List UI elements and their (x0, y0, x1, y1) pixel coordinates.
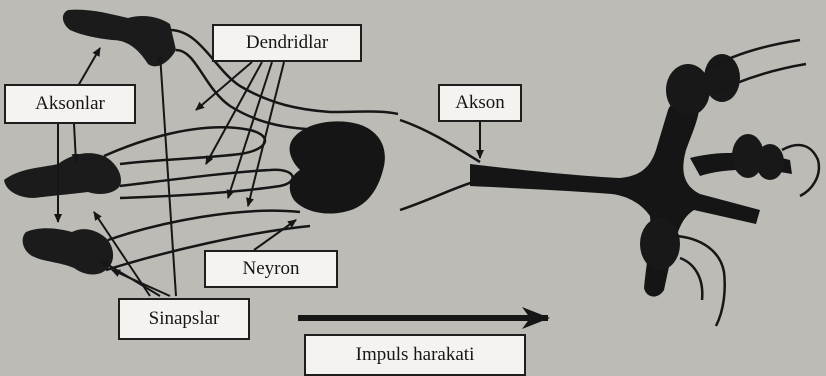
axon (470, 96, 792, 297)
label-impulse: Impuls harakati (304, 334, 526, 376)
label-axons: Aksonlar (4, 84, 136, 124)
neuron-soma (290, 121, 385, 213)
left-axon-terminals (4, 10, 176, 275)
label-neuron: Neyron (204, 250, 338, 288)
label-axon: Akson (438, 84, 522, 122)
label-synapses: Sinapslar (118, 298, 250, 340)
label-dendrites: Dendridlar (212, 24, 362, 62)
